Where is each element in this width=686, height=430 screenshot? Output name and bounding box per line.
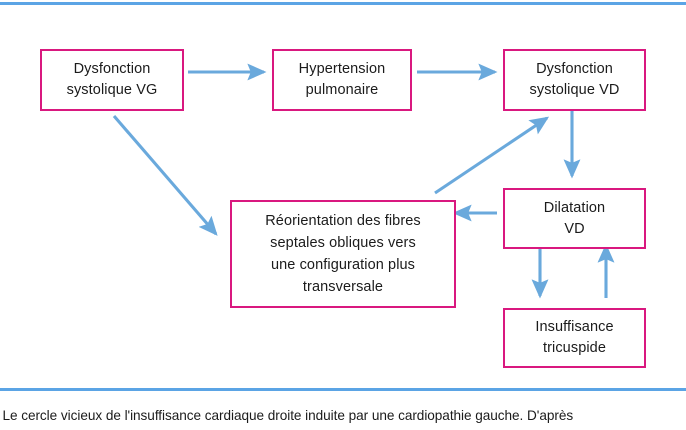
top-divider-rule: [0, 2, 686, 5]
node-dysfonction-systolique-vg: Dysfonction systolique VG: [40, 49, 184, 111]
figure-caption: : Le cercle vicieux de l'insuffisance ca…: [0, 403, 686, 430]
node-label: Dilatation VD: [543, 199, 606, 237]
node-insuffisance-tricuspide: Insuffisance tricuspide: [503, 308, 646, 368]
node-dysfonction-systolique-vd: Dysfonction systolique VD: [503, 49, 646, 111]
bottom-divider-rule: [0, 388, 686, 391]
figure-diagram-area: Dysfonction systolique VG Hypertension p…: [0, 8, 686, 386]
node-label: Dysfonction systolique VD: [529, 61, 620, 98]
node-label: Insuffisance tricuspide: [535, 319, 614, 356]
node-label: Dysfonction systolique VG: [66, 61, 158, 98]
node-dilatation-vd: Dilatation VD: [503, 188, 646, 249]
node-label: Hypertension pulmonaire: [298, 61, 386, 98]
edge-reorientation-to-vd: [434, 116, 550, 195]
node-label: Réorientation des fibres septales obliqu…: [265, 212, 421, 296]
node-hypertension-pulmonaire: Hypertension pulmonaire: [272, 49, 412, 111]
edge-vg-to-reorientation: [112, 114, 218, 236]
figure-caption-text: : Le cercle vicieux de l'insuffisance ca…: [0, 408, 574, 423]
node-reorientation-fibres-septales: Réorientation des fibres septales obliqu…: [230, 200, 456, 308]
arrow-layer: [112, 63, 615, 299]
